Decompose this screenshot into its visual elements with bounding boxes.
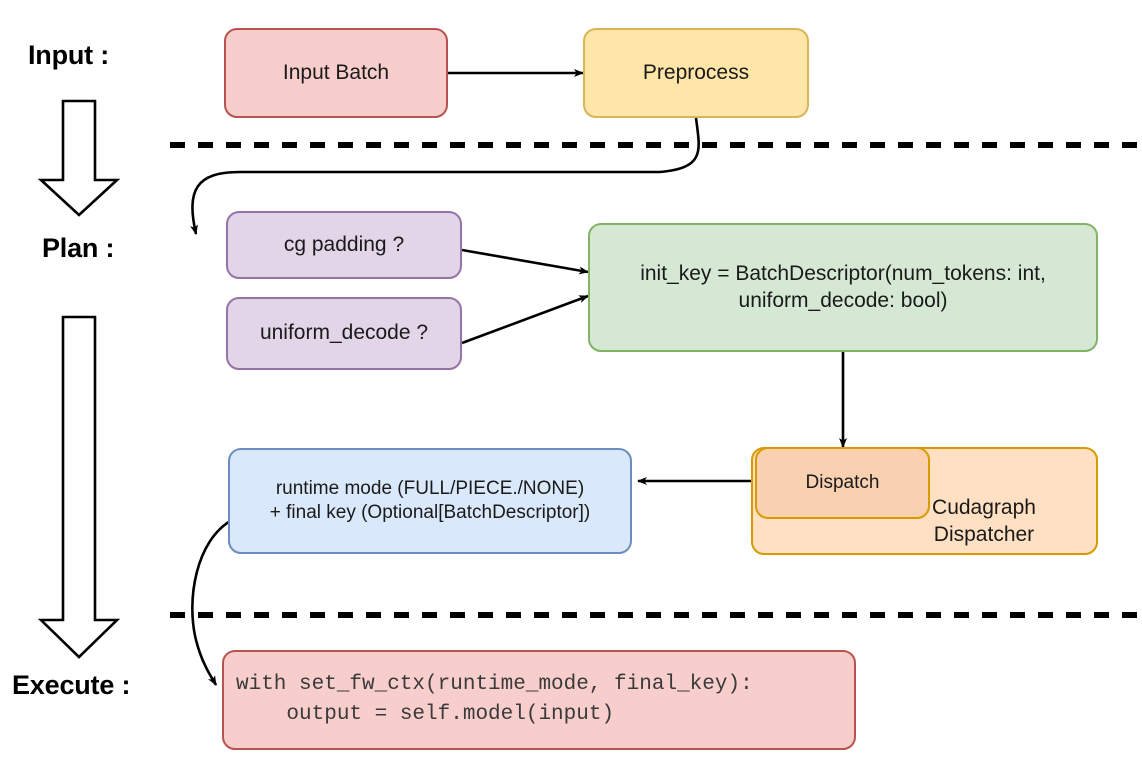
node-input-batch[interactable]: Input Batch: [224, 28, 448, 118]
node-uniform-decode[interactable]: uniform_decode ?: [226, 297, 462, 370]
node-runtime-mode[interactable]: runtime mode (FULL/PIECE./NONE) + final …: [228, 448, 632, 554]
node-init-key-line1: init_key = BatchDescriptor(num_tokens: i…: [640, 261, 1046, 285]
node-init-key-line2: uniform_decode: bool): [738, 288, 948, 312]
node-cg-padding-label: cg padding ?: [283, 232, 405, 256]
node-preprocess[interactable]: Preprocess: [583, 28, 809, 118]
node-init-key[interactable]: init_key = BatchDescriptor(num_tokens: i…: [588, 223, 1098, 352]
node-dispatch-label: Dispatch: [805, 471, 880, 493]
node-cg-padding[interactable]: cg padding ?: [226, 211, 462, 279]
stage-label-input: Input :: [28, 40, 110, 70]
node-input-batch-label: Input Batch: [282, 60, 390, 84]
node-execute-code[interactable]: with set_fw_ctx(runtime_mode, final_key)…: [222, 650, 856, 750]
node-cudagraph-dispatcher-line1: Cudagraph: [932, 496, 1036, 520]
stage-label-execute: Execute :: [12, 670, 131, 700]
node-preprocess-label: Preprocess: [642, 60, 750, 84]
plan-to-execute-arrow: [37, 315, 121, 659]
node-dispatch[interactable]: Dispatch: [755, 447, 930, 519]
stage-label-plan: Plan :: [42, 233, 115, 263]
node-uniform-decode-label: uniform_decode ?: [259, 321, 429, 345]
node-execute-code-line2: output = self.model(input): [236, 703, 615, 726]
node-runtime-mode-line2: + final key (Optional[BatchDescriptor]): [269, 502, 591, 523]
node-runtime-mode-line1: runtime mode (FULL/PIECE./NONE): [275, 477, 585, 499]
cg-padding-to-init-key-connector: [461, 248, 589, 275]
node-cudagraph-dispatcher-line2: Dispatcher: [933, 523, 1035, 547]
input-to-plan-arrow: [37, 99, 121, 217]
uniform-decode-to-init-key-connector: [461, 294, 589, 345]
node-execute-code-line1: with set_fw_ctx(runtime_mode, final_key)…: [236, 673, 753, 697]
